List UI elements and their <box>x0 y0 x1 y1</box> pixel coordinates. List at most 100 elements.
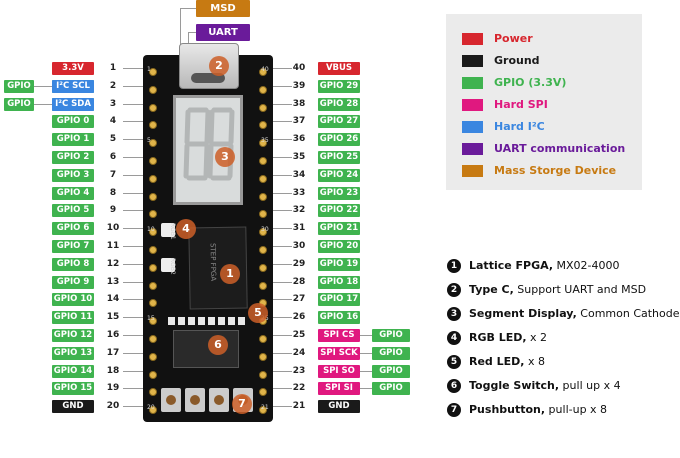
pin-hole <box>259 353 267 361</box>
feature-title: Lattice FPGA, <box>469 259 554 272</box>
legend-label: Ground <box>494 54 540 67</box>
legend-swatch <box>462 55 483 67</box>
red-led <box>188 317 195 325</box>
pin-number: 25 <box>292 330 306 340</box>
pin-label-gpio: GPIO <box>4 98 34 111</box>
silk-number: 40 <box>261 66 269 73</box>
msd-tag: MSD <box>196 0 250 17</box>
pin-connector-line <box>123 335 145 336</box>
pin-number: 31 <box>292 223 306 233</box>
feature-number: 4 <box>447 331 461 345</box>
pin-number: 14 <box>106 294 120 304</box>
pin-number: 35 <box>292 152 306 162</box>
silk-number: 21 <box>261 404 269 411</box>
pin-label: GPIO 1 <box>52 133 94 146</box>
pin-number: 12 <box>106 259 120 269</box>
pin-alt-function: GPIO <box>372 382 410 395</box>
pin-hole <box>259 86 267 94</box>
pin-hole <box>149 246 157 254</box>
pin-alt-function: GPIO <box>372 365 410 378</box>
pin-alt-function: GPIO <box>372 329 410 342</box>
feature-number: 7 <box>447 403 461 417</box>
uart-connector-line <box>188 32 189 48</box>
pin-hole <box>149 335 157 343</box>
pin-label: GPIO 29 <box>318 80 360 93</box>
pin-connector-line <box>123 317 145 318</box>
pin-label: GPIO 21 <box>318 222 360 235</box>
pin-connector-line <box>123 388 145 389</box>
pin-number: 2 <box>109 81 117 91</box>
feature-marker: 3 <box>215 147 235 167</box>
pin-label: GPIO 24 <box>318 169 360 182</box>
pin-label: GPIO 18 <box>318 276 360 289</box>
pin-number: 1 <box>109 63 117 73</box>
feature-marker: 1 <box>220 264 240 284</box>
pin-label: GPIO 17 <box>318 293 360 306</box>
feature-number: 2 <box>447 283 461 297</box>
pin-label: GPIO 14 <box>52 365 94 378</box>
feature-title: Segment Display, <box>469 307 577 320</box>
pin-connector-line <box>123 299 145 300</box>
pin-connector-line <box>272 193 292 194</box>
pin-hole <box>259 371 267 379</box>
pin-hole <box>149 228 157 236</box>
pin-connector-line <box>272 371 292 372</box>
feature-marker: 2 <box>209 56 229 76</box>
pin-connector-line <box>123 68 145 69</box>
feature-marker: 7 <box>232 394 252 414</box>
legend-swatch <box>462 77 483 89</box>
pin-number: 37 <box>292 116 306 126</box>
legend-swatch <box>462 99 483 111</box>
pin-connector-line <box>272 246 292 247</box>
legend-swatch <box>462 165 483 177</box>
pin-number: 32 <box>292 205 306 215</box>
pin-label: GPIO 28 <box>318 98 360 111</box>
legend-label: Hard SPI <box>494 98 548 111</box>
feature-marker: 4 <box>176 219 196 239</box>
pin-label: GPIO 4 <box>52 187 94 200</box>
pin-label: SPI SCK <box>318 347 360 360</box>
pin-connector-line <box>123 264 145 265</box>
pin-label: GPIO 9 <box>52 276 94 289</box>
legend-swatch <box>462 143 483 155</box>
pin-hole <box>149 193 157 201</box>
pin-label-gpio: GPIO <box>4 80 34 93</box>
msd-connector-line <box>180 8 181 48</box>
pin-number: 28 <box>292 277 306 287</box>
pin-number: 6 <box>109 152 117 162</box>
legend-label: Power <box>494 32 533 45</box>
red-led <box>208 317 215 325</box>
pin-alt-line <box>360 388 372 389</box>
pin-connector-line <box>272 317 292 318</box>
pin-connector-line <box>272 353 292 354</box>
pin-connector-line <box>123 139 145 140</box>
pin-label: GPIO 23 <box>318 187 360 200</box>
legend-swatch <box>462 121 483 133</box>
feature-detail: pull-up x 8 <box>545 403 608 416</box>
pin-connector-line <box>272 299 292 300</box>
pin-connector-line <box>272 157 292 158</box>
rgb-led-2-label: RGB2 <box>169 258 176 275</box>
pin-hole <box>259 210 267 218</box>
pin-hole <box>259 388 267 396</box>
pin-connector-line <box>272 406 292 407</box>
pin-label: GPIO 3 <box>52 169 94 182</box>
fpga-chip: STEP FPGA <box>188 226 248 310</box>
pin-number: 7 <box>109 170 117 180</box>
feature-detail: x 2 <box>526 331 548 344</box>
msd-connector-line-h <box>180 8 196 9</box>
pin-connector-line <box>123 282 145 283</box>
pin-alt-line <box>34 104 52 105</box>
feature-detail: Common Cathode x 2 <box>580 307 680 320</box>
pin-hole <box>259 175 267 183</box>
pin-label: GPIO 13 <box>52 347 94 360</box>
pin-number: 26 <box>292 312 306 322</box>
pin-number: 22 <box>292 383 306 393</box>
feature-detail: x 8 <box>524 355 545 368</box>
red-led <box>178 317 185 325</box>
pin-hole <box>259 193 267 201</box>
pin-connector-line <box>272 388 292 389</box>
pin-connector-line <box>272 335 292 336</box>
